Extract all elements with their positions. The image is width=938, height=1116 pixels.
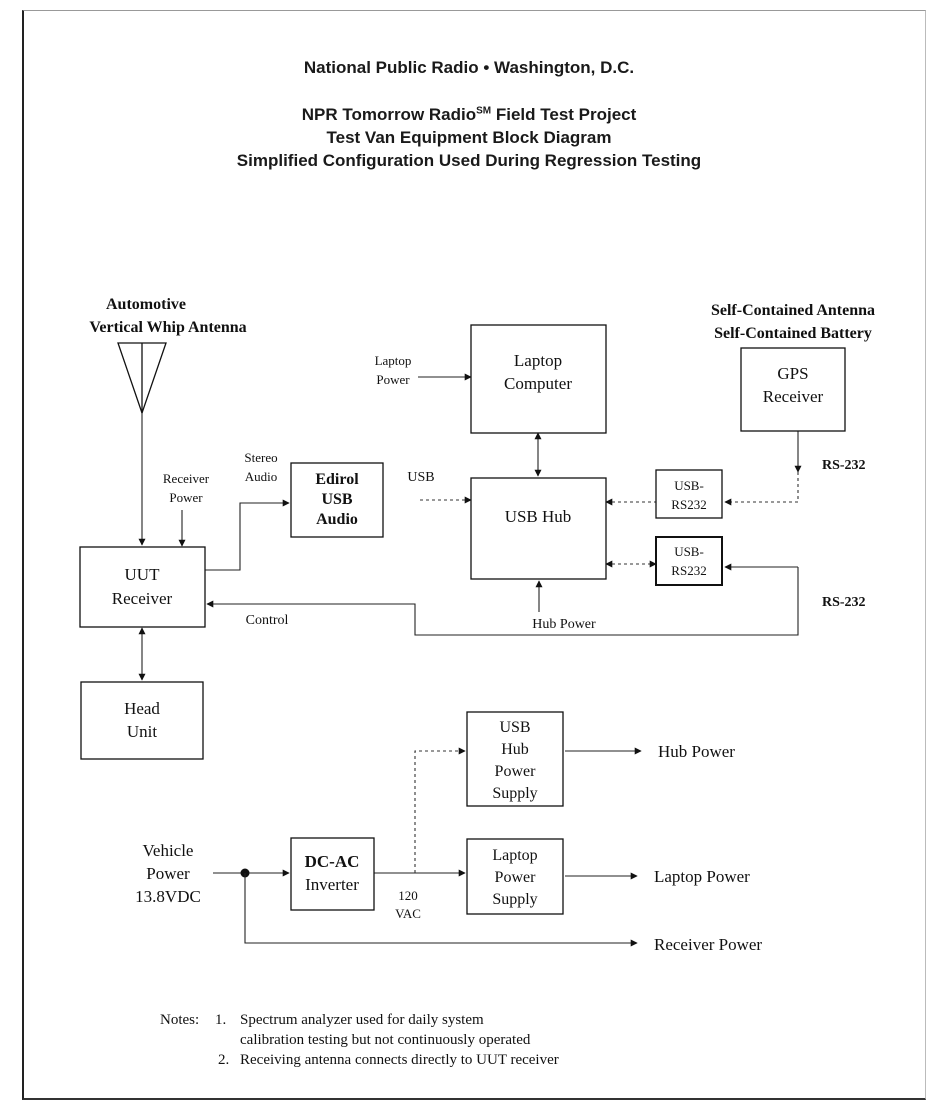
- note-1-number: 1.: [215, 1012, 227, 1028]
- inverter-to-hub-psu-link: [414, 747, 466, 873]
- note-2: 2. Receiving antenna connects directly t…: [160, 1050, 559, 1070]
- receiver-power-out-label: Receiver Power: [654, 935, 762, 954]
- antenna-label-line1: Automotive: [106, 296, 186, 313]
- diagram-subtitle-2: Simplified Configuration Used During Reg…: [236, 151, 702, 170]
- control-label: Control: [246, 613, 289, 628]
- usb-hub-block-label: USB Hub: [505, 507, 572, 526]
- project-title-main: NPR Tomorrow Radio: [301, 105, 477, 124]
- laptop-power-out-label: Laptop Power: [654, 867, 750, 886]
- edirol-block-line2: USB: [321, 491, 352, 508]
- usb-rs232-bottom-line2: RS232: [671, 563, 706, 578]
- usb-rs232-top-line1: USB-: [674, 478, 704, 493]
- stereo-audio-label-1: Stereo: [244, 450, 277, 465]
- diagram-frame: [22, 10, 926, 1100]
- hub-power-out-label: Hub Power: [658, 742, 735, 761]
- laptop-block-line2: Computer: [504, 374, 572, 393]
- gps-note-line2: Self-Contained Battery: [714, 325, 872, 342]
- notes-lead: Notes:: [160, 1012, 200, 1028]
- rs232-top-label: RS-232: [822, 458, 866, 473]
- laptop-power-in-label-1: Laptop: [375, 353, 412, 368]
- hub-power-in-label: Hub Power: [532, 617, 596, 632]
- usb-rs232-block-bottom: USB- RS232: [655, 536, 723, 586]
- rs232-bottom-label: RS-232: [822, 595, 866, 610]
- project-title: NPR Tomorrow RadioSM Field Test Project: [0, 103, 938, 126]
- diagram-subtitle: Test Van Equipment Block Diagram: [326, 128, 612, 147]
- laptop-computer-block: Laptop Computer: [470, 324, 607, 434]
- head-unit-line2: Unit: [127, 722, 158, 741]
- hub-psu-line1: USB: [499, 719, 530, 736]
- laptop-psu-line2: Power: [495, 869, 537, 886]
- gps-block-line2: Receiver: [763, 387, 824, 406]
- head-unit-line1: Head: [124, 699, 160, 718]
- edirol-block-line3: Audio: [316, 511, 358, 528]
- laptop-psu-line3: Supply: [492, 891, 537, 908]
- project-title-tail: Field Test Project: [491, 105, 637, 124]
- hub-psu-line3: Power: [495, 763, 537, 780]
- antenna-label-line2: Vertical Whip Antenna: [89, 319, 246, 336]
- hub-psu-line2: Hub: [501, 741, 529, 758]
- note-2-number: 2.: [218, 1052, 230, 1068]
- vac-label-1: 120: [398, 888, 418, 903]
- note-1-continuation: calibration testing but not continuously…: [160, 1030, 530, 1050]
- dc-ac-inverter-block: DC-AC Inverter: [290, 837, 375, 911]
- laptop-power-in-label-2: Power: [376, 372, 410, 387]
- usb-hub-power-supply-block: USB Hub Power Supply: [466, 711, 564, 807]
- edirol-block-line1: Edirol: [315, 471, 359, 488]
- usb-rs232-bottom-line1: USB-: [674, 544, 704, 559]
- stereo-audio-wire: [205, 499, 290, 571]
- usb-rs232-top-line2: RS232: [671, 497, 706, 512]
- connection-wires: [138, 373, 802, 947]
- edirol-usb-audio-block: Edirol USB Audio: [290, 462, 384, 538]
- gps-receiver-block: GPS Receiver: [740, 347, 846, 432]
- uut-receiver-block: UUT Receiver: [79, 546, 206, 628]
- inverter-line1: DC-AC: [305, 852, 360, 871]
- gps-block-line1: GPS: [777, 364, 808, 383]
- receiver-power-out-wire: [244, 873, 638, 947]
- service-mark: SM: [476, 105, 492, 117]
- usb-rs232-block-top: USB- RS232: [655, 469, 723, 519]
- laptop-psu-line1: Laptop: [492, 847, 537, 864]
- receiver-power-in-label-1: Receiver: [163, 471, 210, 486]
- receiver-power-in-label-2: Power: [169, 490, 203, 505]
- stereo-audio-label-2: Audio: [245, 469, 278, 484]
- hub-psu-line4: Supply: [492, 785, 537, 802]
- uut-block-line2: Receiver: [112, 589, 173, 608]
- laptop-power-supply-block: Laptop Power Supply: [466, 838, 564, 915]
- title-block: NPR Tomorrow RadioSM Field Test Project …: [0, 103, 938, 172]
- gps-note-line1: Self-Contained Antenna: [711, 302, 875, 319]
- laptop-block-line1: Laptop: [514, 351, 562, 370]
- gps-rs232-link: [724, 472, 799, 506]
- vehicle-power-label-1: Vehicle: [143, 841, 194, 860]
- vac-label-2: VAC: [395, 906, 421, 921]
- usb-label: USB: [407, 470, 434, 485]
- note-1: Notes: 1. Spectrum analyzer used for dai…: [160, 1010, 484, 1030]
- uut-block-line1: UUT: [125, 565, 161, 584]
- antenna-icon: [117, 342, 167, 416]
- note-2-line1: Receiving antenna connects directly to U…: [240, 1052, 559, 1068]
- vehicle-power-label-3: 13.8VDC: [135, 887, 201, 906]
- note-1-line2: calibration testing but not continuously…: [240, 1032, 531, 1048]
- note-1-line1: Spectrum analyzer used for daily system: [240, 1012, 484, 1028]
- organization-heading: National Public Radio • Washington, D.C.: [303, 58, 635, 77]
- usb-hub-block: USB Hub: [470, 477, 607, 580]
- inverter-line2: Inverter: [305, 875, 359, 894]
- head-unit-block: Head Unit: [80, 681, 204, 760]
- notes-section: Notes: 1. Spectrum analyzer used for dai…: [160, 1010, 559, 1070]
- control-wire: [206, 567, 799, 636]
- vehicle-power-label-2: Power: [146, 864, 190, 883]
